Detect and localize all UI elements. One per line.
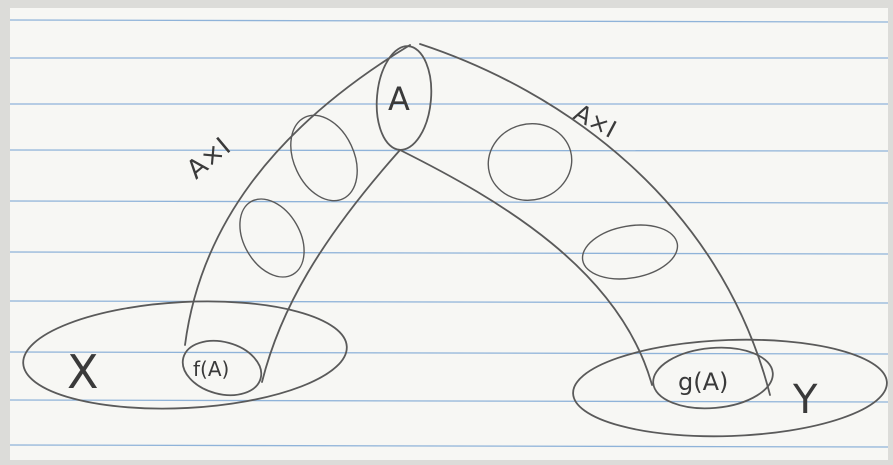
paper-sheet (10, 8, 888, 460)
space-x-label: X (67, 345, 99, 399)
space-y-label: Y (792, 377, 818, 423)
g-image-label: g(A) (678, 368, 728, 396)
f-image-label: f(A) (193, 357, 229, 381)
apex-label: A (388, 80, 410, 118)
